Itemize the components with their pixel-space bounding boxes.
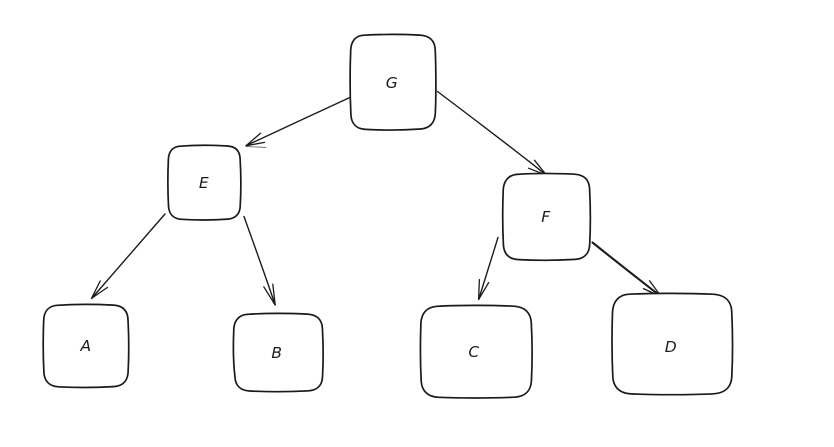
- node-G: G: [349, 33, 437, 131]
- node-E-label: E: [199, 174, 209, 192]
- node-D: D: [611, 292, 734, 396]
- edge-G-F: [436, 90, 548, 177]
- node-F-label: F: [541, 208, 551, 226]
- edge-F-C: [477, 236, 499, 301]
- node-A-label: A: [79, 337, 91, 355]
- node-D-label: D: [665, 338, 677, 356]
- edge-F-D: [591, 241, 663, 298]
- edge-E-B: [243, 215, 276, 306]
- node-C: C: [419, 304, 533, 399]
- node-G-label: G: [386, 74, 399, 92]
- node-F: F: [501, 172, 592, 262]
- node-B-label: B: [271, 344, 282, 362]
- edge-G-E: [245, 95, 353, 148]
- node-A: A: [42, 303, 130, 389]
- node-C-label: C: [468, 343, 479, 361]
- edge-E-A: [90, 213, 166, 300]
- node-E: E: [167, 144, 242, 221]
- node-B: B: [232, 312, 324, 393]
